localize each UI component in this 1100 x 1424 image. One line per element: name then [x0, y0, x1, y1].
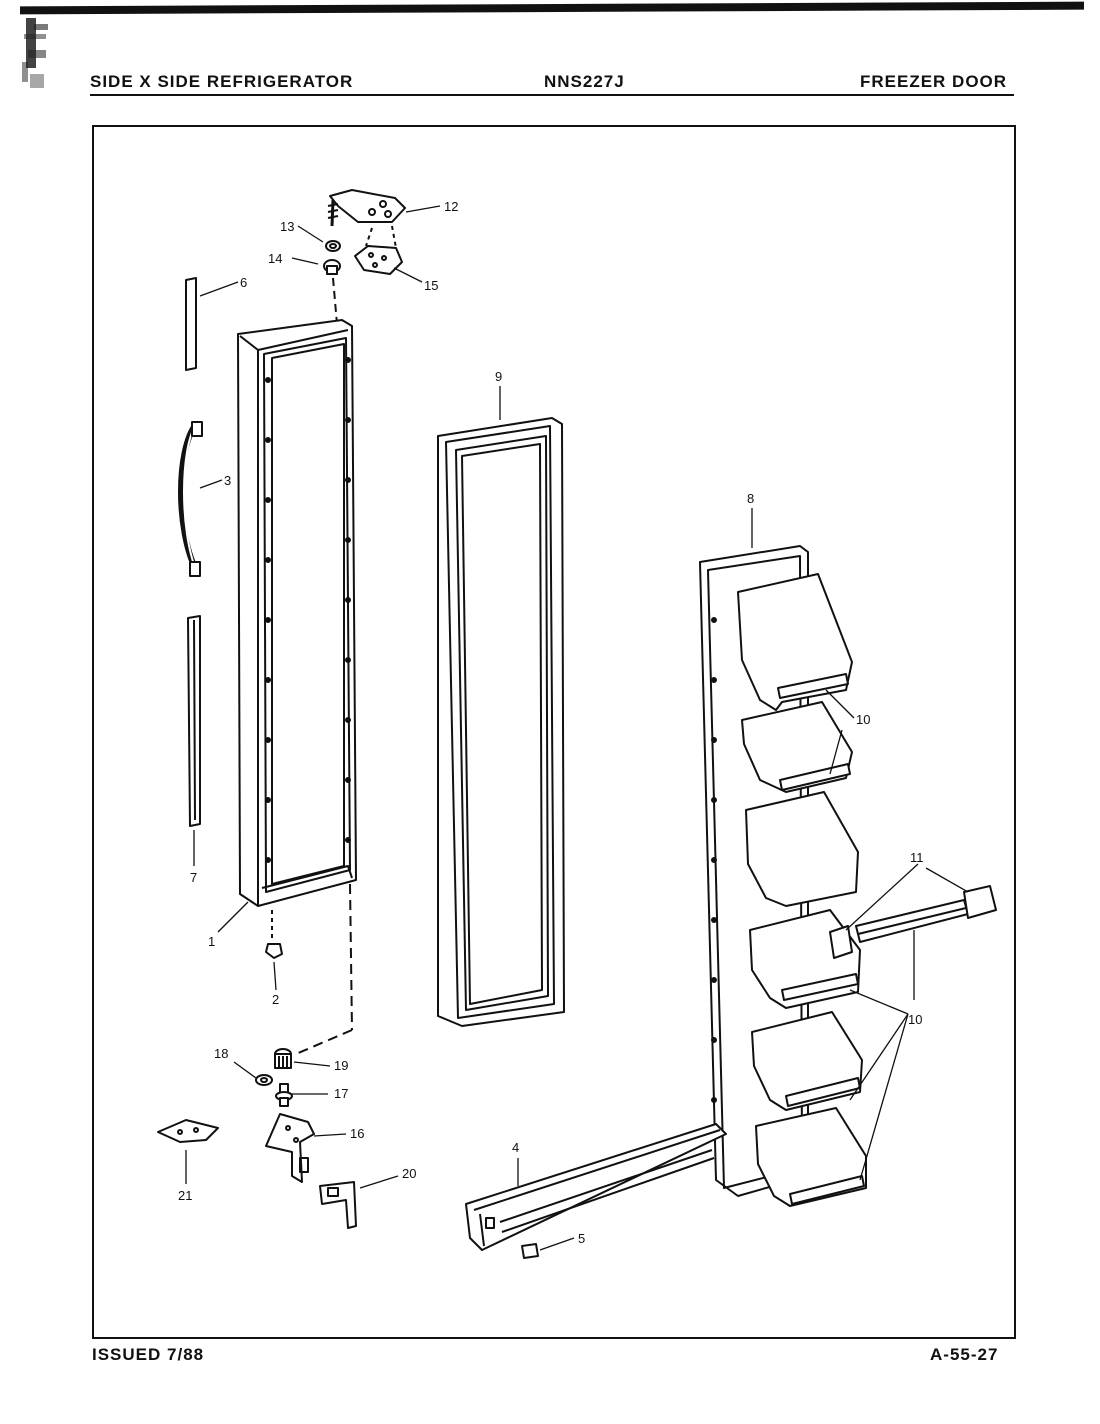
- removable-shelf-bar: [829, 885, 997, 959]
- door-handle-part: [178, 421, 203, 577]
- callout-10-lower: 10: [908, 1012, 922, 1027]
- footer-issued-date: ISSUED 7/88: [92, 1345, 205, 1364]
- door-plug-part: [265, 943, 283, 959]
- callout-18: 18: [214, 1046, 228, 1061]
- door-liner-part: [699, 545, 867, 1207]
- callout-8: 8: [747, 491, 754, 506]
- footer-page-code: A-55-27: [930, 1345, 999, 1364]
- door-bar-clip: [521, 1243, 539, 1259]
- callout-6: 6: [240, 275, 247, 290]
- callout-5: 5: [578, 1231, 585, 1246]
- callout-17: 17: [334, 1086, 348, 1101]
- hinge-washer-part: [325, 240, 341, 252]
- callout-2: 2: [272, 992, 279, 1007]
- callout-16: 16: [350, 1126, 364, 1141]
- callout-10-upper: 10: [856, 712, 870, 727]
- callout-19: 19: [334, 1058, 348, 1073]
- outer-door-screw-holes: [265, 357, 351, 863]
- callout-9: 9: [495, 369, 502, 384]
- door-gasket-part: [437, 417, 565, 1027]
- outer-door-panel: [237, 319, 357, 907]
- door-liner-holes: [711, 617, 717, 1103]
- callout-20: 20: [402, 1166, 416, 1181]
- header-section-title: FREEZER DOOR: [860, 72, 1008, 91]
- callout-15: 15: [424, 278, 438, 293]
- hinge-bushing-part: [323, 259, 341, 275]
- callout-4: 4: [512, 1140, 519, 1155]
- callout-14: 14: [268, 251, 282, 266]
- bottom-hinge-washer: [255, 1074, 273, 1086]
- callout-7: 7: [190, 870, 197, 885]
- lower-trim-strip: [187, 615, 201, 827]
- bottom-hinge-pin: [275, 1083, 293, 1107]
- header-model-number: NNS227J: [544, 72, 625, 91]
- bottom-hinge-plate: [157, 1119, 219, 1143]
- shelf-bars: [777, 673, 865, 1205]
- bottom-hinge-bracket: [265, 1113, 315, 1183]
- bottom-hinge-spacer: [319, 1181, 357, 1229]
- door-bar-part: [465, 1123, 727, 1251]
- callout-leader-lines: [185, 205, 969, 1251]
- diagram-frame: [92, 125, 1016, 1339]
- hinge-shim-part: [354, 245, 403, 275]
- top-hinge-part: [327, 189, 406, 227]
- scan-artifact: [22, 18, 48, 88]
- callout-11: 11: [910, 850, 924, 865]
- callout-12: 12: [444, 199, 458, 214]
- callout-labels: 12 13 14 15 6 3 7 1 2 9 8 10 11 10 19 18…: [178, 199, 924, 1246]
- header-rule: [90, 94, 1014, 96]
- callout-13: 13: [280, 219, 294, 234]
- header-left-title: SIDE X SIDE REFRIGERATOR: [90, 72, 354, 91]
- callout-3: 3: [224, 473, 231, 488]
- callout-1: 1: [208, 934, 215, 949]
- upper-trim-strip: [185, 277, 197, 371]
- callout-21: 21: [178, 1188, 192, 1203]
- bottom-hinge-bushing: [274, 1048, 292, 1069]
